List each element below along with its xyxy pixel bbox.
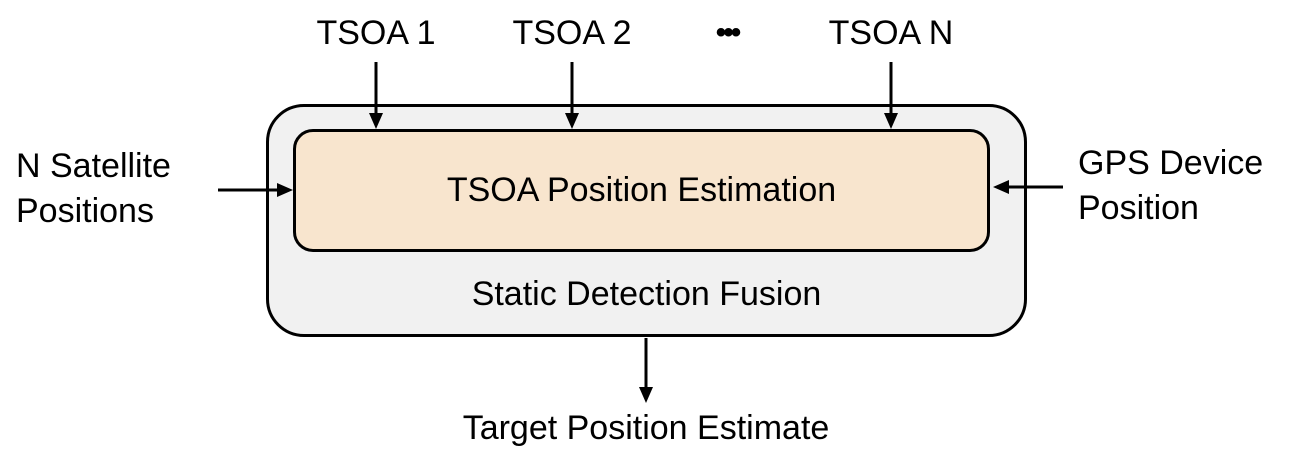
n-satellite-positions-label: N Satellite Positions bbox=[16, 144, 171, 234]
tsoa-2-label: TSOA 2 bbox=[512, 14, 632, 52]
n-satellite-positions-line1: N Satellite bbox=[16, 147, 171, 185]
static-detection-fusion-label: Static Detection Fusion bbox=[471, 275, 822, 313]
tsoa-position-estimation-box: TSOA Position Estimation bbox=[293, 129, 990, 252]
ellipsis-dots: ••• bbox=[715, 16, 742, 49]
arrow-target-position-estimate bbox=[639, 338, 653, 403]
gps-device-position-label: GPS Device Position bbox=[1078, 141, 1263, 231]
tsoa-1-label: TSOA 1 bbox=[316, 14, 436, 52]
tsoa-position-estimation-label: TSOA Position Estimation bbox=[446, 171, 837, 209]
gps-device-position-line2: Position bbox=[1078, 189, 1199, 227]
target-position-estimate-label: Target Position Estimate bbox=[462, 409, 830, 447]
tsoa-n-label: TSOA N bbox=[828, 14, 954, 52]
gps-device-position-line1: GPS Device bbox=[1078, 144, 1264, 182]
n-satellite-positions-line2: Positions bbox=[16, 192, 154, 230]
